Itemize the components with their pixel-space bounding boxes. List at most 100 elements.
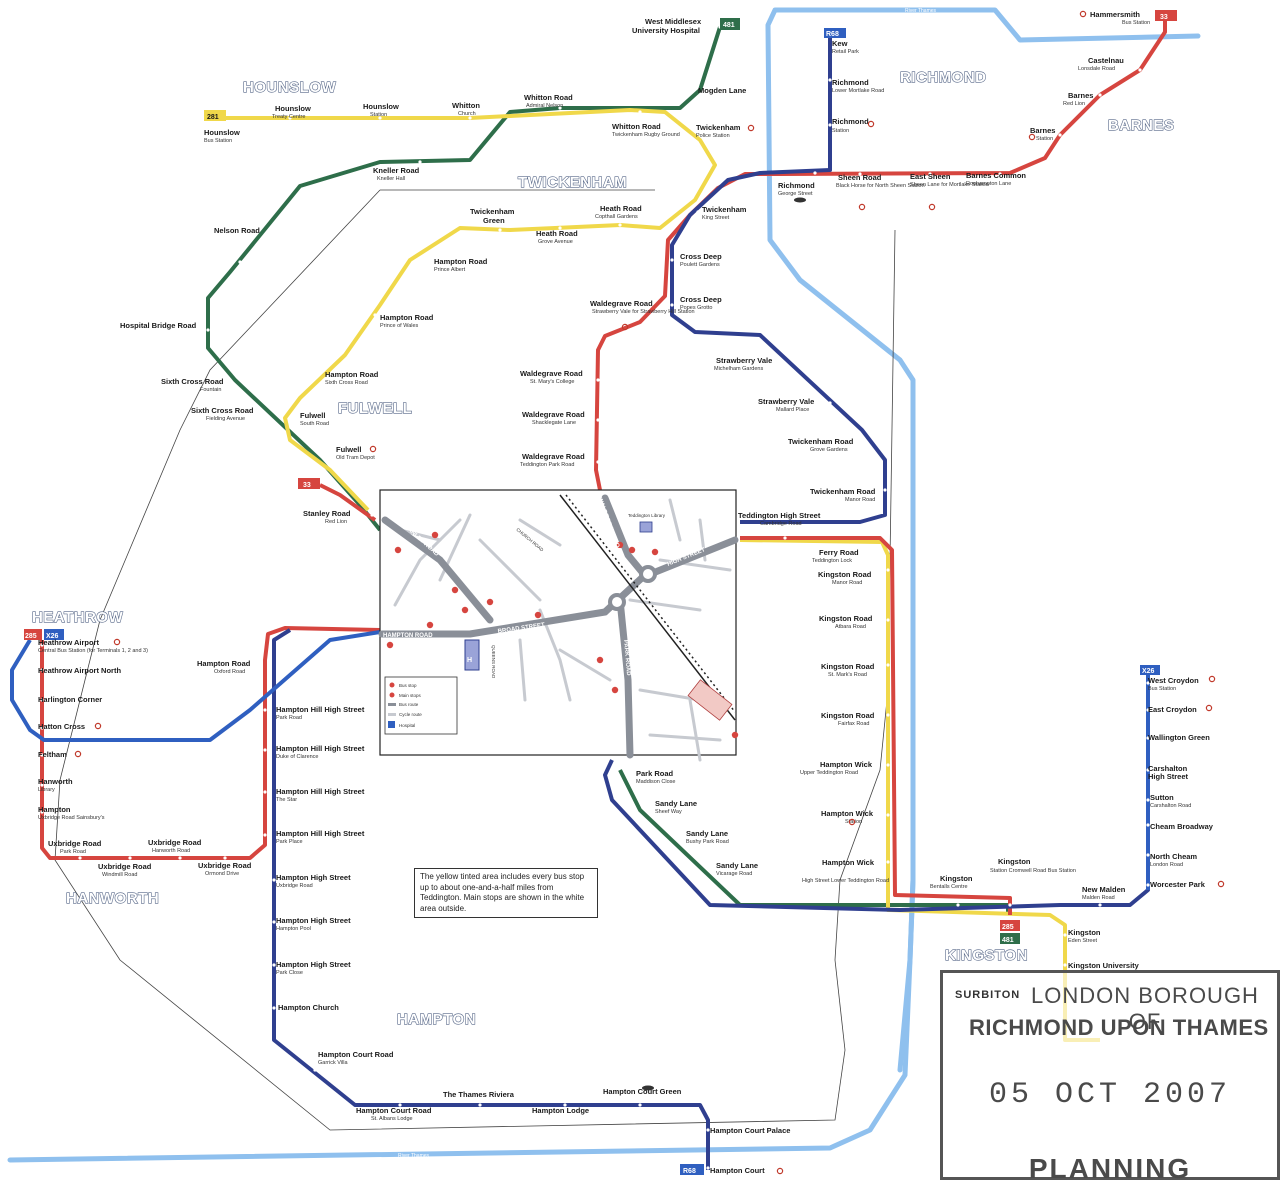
svg-text:Duke of Clarence: Duke of Clarence: [276, 754, 319, 760]
svg-text:Kingston Road: Kingston Road: [818, 570, 872, 579]
svg-text:Grove Avenue: Grove Avenue: [538, 239, 573, 245]
svg-text:Admiral Nelson: Admiral Nelson: [526, 103, 563, 109]
svg-text:Maddison Close: Maddison Close: [636, 779, 675, 785]
svg-text:High Street Lower Teddington R: High Street Lower Teddington Road: [802, 878, 889, 884]
svg-text:Sheen Road: Sheen Road: [838, 173, 882, 182]
svg-text:Twickenham Road: Twickenham Road: [788, 437, 854, 446]
svg-text:Hampton Wick: Hampton Wick: [822, 858, 875, 867]
svg-text:Hampton Court Green: Hampton Court Green: [603, 1087, 682, 1096]
label-park-road: PARK ROAD: [622, 640, 631, 677]
svg-text:London Road: London Road: [1150, 862, 1183, 868]
svg-text:Waldegrave Road: Waldegrave Road: [522, 452, 585, 461]
svg-text:Hampton Church: Hampton Church: [278, 1003, 339, 1012]
svg-text:X26: X26: [1142, 668, 1155, 675]
svg-text:King Street: King Street: [702, 215, 730, 221]
svg-text:Hampton Hill High Street: Hampton Hill High Street: [276, 744, 365, 753]
svg-text:Police Station: Police Station: [696, 133, 730, 139]
svg-text:Mallard Place: Mallard Place: [776, 407, 809, 413]
svg-text:Uxbridge Road Sainsbury's: Uxbridge Road Sainsbury's: [38, 815, 105, 821]
svg-text:New Malden: New Malden: [1082, 885, 1126, 894]
route-285-line: [594, 10, 1167, 491]
svg-text:Carshalton Road: Carshalton Road: [1150, 803, 1191, 809]
svg-text:Fountain: Fountain: [200, 387, 221, 393]
svg-text:Sutton: Sutton: [1150, 793, 1174, 802]
svg-text:Park Road: Park Road: [636, 769, 674, 778]
svg-text:Fielding Avenue: Fielding Avenue: [206, 416, 245, 422]
svg-text:Sheef Way: Sheef Way: [655, 809, 682, 815]
svg-text:Manor Road: Manor Road: [845, 497, 875, 503]
svg-text:Red Lion: Red Lion: [1063, 101, 1085, 107]
svg-text:Strawberry Vale for Strawberry: Strawberry Vale for Strawberry Hill Stat…: [592, 309, 695, 315]
svg-text:Sandy Lane: Sandy Lane: [655, 799, 697, 808]
svg-text:Sixth Cross Road: Sixth Cross Road: [161, 377, 224, 386]
street-stanley: [381, 516, 494, 624]
svg-text:Kingston Road: Kingston Road: [821, 711, 875, 720]
svg-text:East Croydon: East Croydon: [1148, 705, 1197, 714]
svg-text:Sandy Lane: Sandy Lane: [686, 829, 728, 838]
svg-text:Teddington Park Road: Teddington Park Road: [520, 462, 574, 468]
svg-text:Upper Teddington Road: Upper Teddington Road: [800, 770, 858, 776]
svg-text:Poulett Gardens: Poulett Gardens: [680, 262, 720, 268]
library-label: Teddington Library: [628, 513, 666, 518]
svg-text:Teddington High Street: Teddington High Street: [738, 511, 821, 520]
svg-text:Mogden Lane: Mogden Lane: [698, 86, 746, 95]
route-r68-line: [670, 38, 887, 524]
svg-text:Park Place: Park Place: [276, 839, 303, 845]
svg-text:Ferry Road: Ferry Road: [819, 548, 859, 557]
svg-text:Grove Gardens: Grove Gardens: [810, 447, 848, 453]
area-hounslow: HOUNSLOW: [243, 79, 337, 96]
svg-text:Copthall Gardens: Copthall Gardens: [595, 214, 638, 220]
svg-text:Church: Church: [458, 111, 476, 117]
stamp-line4: PLANNING: [1028, 1153, 1192, 1184]
svg-text:Prince Albert: Prince Albert: [434, 267, 466, 273]
svg-text:Kingston Road: Kingston Road: [819, 614, 873, 623]
svg-text:Waldegrave Road: Waldegrave Road: [590, 299, 653, 308]
svg-text:Bus stop: Bus stop: [399, 683, 417, 688]
svg-text:Hampton Court Road: Hampton Court Road: [356, 1106, 432, 1115]
yellow-area-note: The yellow tinted area includes every bu…: [414, 868, 598, 918]
svg-text:281: 281: [207, 114, 219, 121]
svg-text:Bushy Park Road: Bushy Park Road: [686, 839, 729, 845]
svg-text:Hampton Wick: Hampton Wick: [820, 760, 873, 769]
svg-text:Richmond: Richmond: [832, 117, 869, 126]
svg-text:Fulwell: Fulwell: [300, 411, 325, 420]
svg-text:Kneller Road: Kneller Road: [373, 166, 420, 175]
svg-text:Hanworth Road: Hanworth Road: [152, 848, 190, 854]
svg-text:Heath Road: Heath Road: [536, 229, 578, 238]
svg-text:Hampton Road: Hampton Road: [434, 257, 488, 266]
svg-text:Cross Deep: Cross Deep: [680, 252, 722, 261]
svg-text:Hampton Lodge: Hampton Lodge: [532, 1106, 589, 1115]
svg-text:Lonsdale Road: Lonsdale Road: [1078, 66, 1115, 72]
hospital-block: [464, 639, 480, 671]
svg-text:Manor Road: Manor Road: [832, 580, 862, 586]
svg-text:Bus Station: Bus Station: [1122, 20, 1150, 26]
svg-text:Fairfax Road: Fairfax Road: [838, 721, 870, 727]
svg-text:Waldegrave Road: Waldegrave Road: [522, 410, 585, 419]
svg-text:33: 33: [303, 482, 311, 489]
svg-text:Black Horse for North Sheen St: Black Horse for North Sheen Station: [836, 183, 925, 189]
svg-text:Nelson Road: Nelson Road: [214, 226, 260, 235]
boat-symbols: [642, 197, 806, 1091]
area-hanworth: HANWORTH: [66, 890, 159, 907]
svg-text:Shacklegate Lane: Shacklegate Lane: [532, 420, 576, 426]
stamp-surbiton: SURBITON: [955, 989, 1021, 1001]
svg-text:H: H: [467, 657, 472, 664]
svg-text:Park Close: Park Close: [276, 970, 303, 976]
svg-text:Bus Station: Bus Station: [1148, 686, 1176, 692]
svg-text:Twickenham: Twickenham: [696, 123, 741, 132]
svg-text:Kneller Hall: Kneller Hall: [377, 176, 405, 182]
svg-text:Hounslow: Hounslow: [275, 104, 311, 113]
area-fulwell: FULWELL: [338, 400, 412, 417]
svg-text:Hampton Hill High Street: Hampton Hill High Street: [276, 705, 365, 714]
svg-text:Hospital Bridge Road: Hospital Bridge Road: [120, 321, 197, 330]
svg-text:Twickenham Road: Twickenham Road: [810, 487, 876, 496]
svg-text:University Hospital: University Hospital: [632, 26, 700, 35]
svg-text:Cambridge Road: Cambridge Road: [760, 521, 802, 527]
svg-text:Castelnau: Castelnau: [1088, 56, 1124, 65]
svg-text:Vicarage Road: Vicarage Road: [716, 871, 752, 877]
svg-text:Richmond: Richmond: [778, 181, 815, 190]
svg-text:33: 33: [1160, 14, 1168, 21]
svg-text:Twickenham Rugby Ground: Twickenham Rugby Ground: [612, 132, 680, 138]
svg-text:North Cheam: North Cheam: [1150, 852, 1197, 861]
